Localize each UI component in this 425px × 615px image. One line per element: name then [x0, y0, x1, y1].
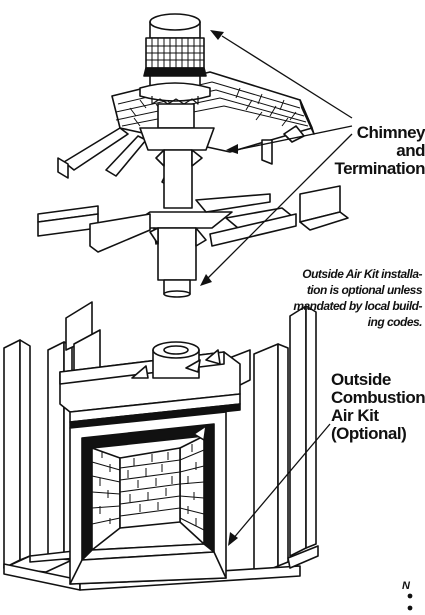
bullet-mark-2	[407, 605, 413, 611]
note-line-4: ing codes.	[367, 315, 423, 329]
bullet-mark-1	[407, 593, 413, 599]
outside-air-kit-note: Outside Air Kit installa- tion is option…	[250, 266, 422, 330]
chimney-termination-cap	[139, 13, 211, 105]
chimney-label-line-2: Termination	[334, 159, 425, 178]
note-line-1: Outside Air Kit installa-	[302, 267, 422, 281]
chimney-label-line-1: Chimney and	[356, 123, 425, 160]
air-kit-label-line-4: (Optional)	[331, 424, 407, 443]
outside-combustion-air-kit-label: Outside Combustion Air Kit (Optional)	[331, 371, 425, 443]
ceiling-joists	[37, 185, 349, 253]
leader-arrows	[203, 35, 353, 541]
chimney-pipe	[125, 103, 233, 298]
arrow-heads	[200, 30, 238, 546]
note-line-2: tion is optional unless	[306, 283, 423, 297]
note-line-3: mandated by local build-	[293, 299, 422, 313]
air-kit-label-line-3: Air Kit	[331, 406, 379, 425]
fireplace-unit	[59, 341, 241, 585]
chimney-and-termination-label: Chimney and Termination	[328, 124, 425, 178]
air-kit-label-line-1: Outside	[331, 370, 391, 389]
air-kit-label-line-2: Combustion	[331, 388, 425, 407]
corner-text-fragment: N	[402, 580, 410, 592]
